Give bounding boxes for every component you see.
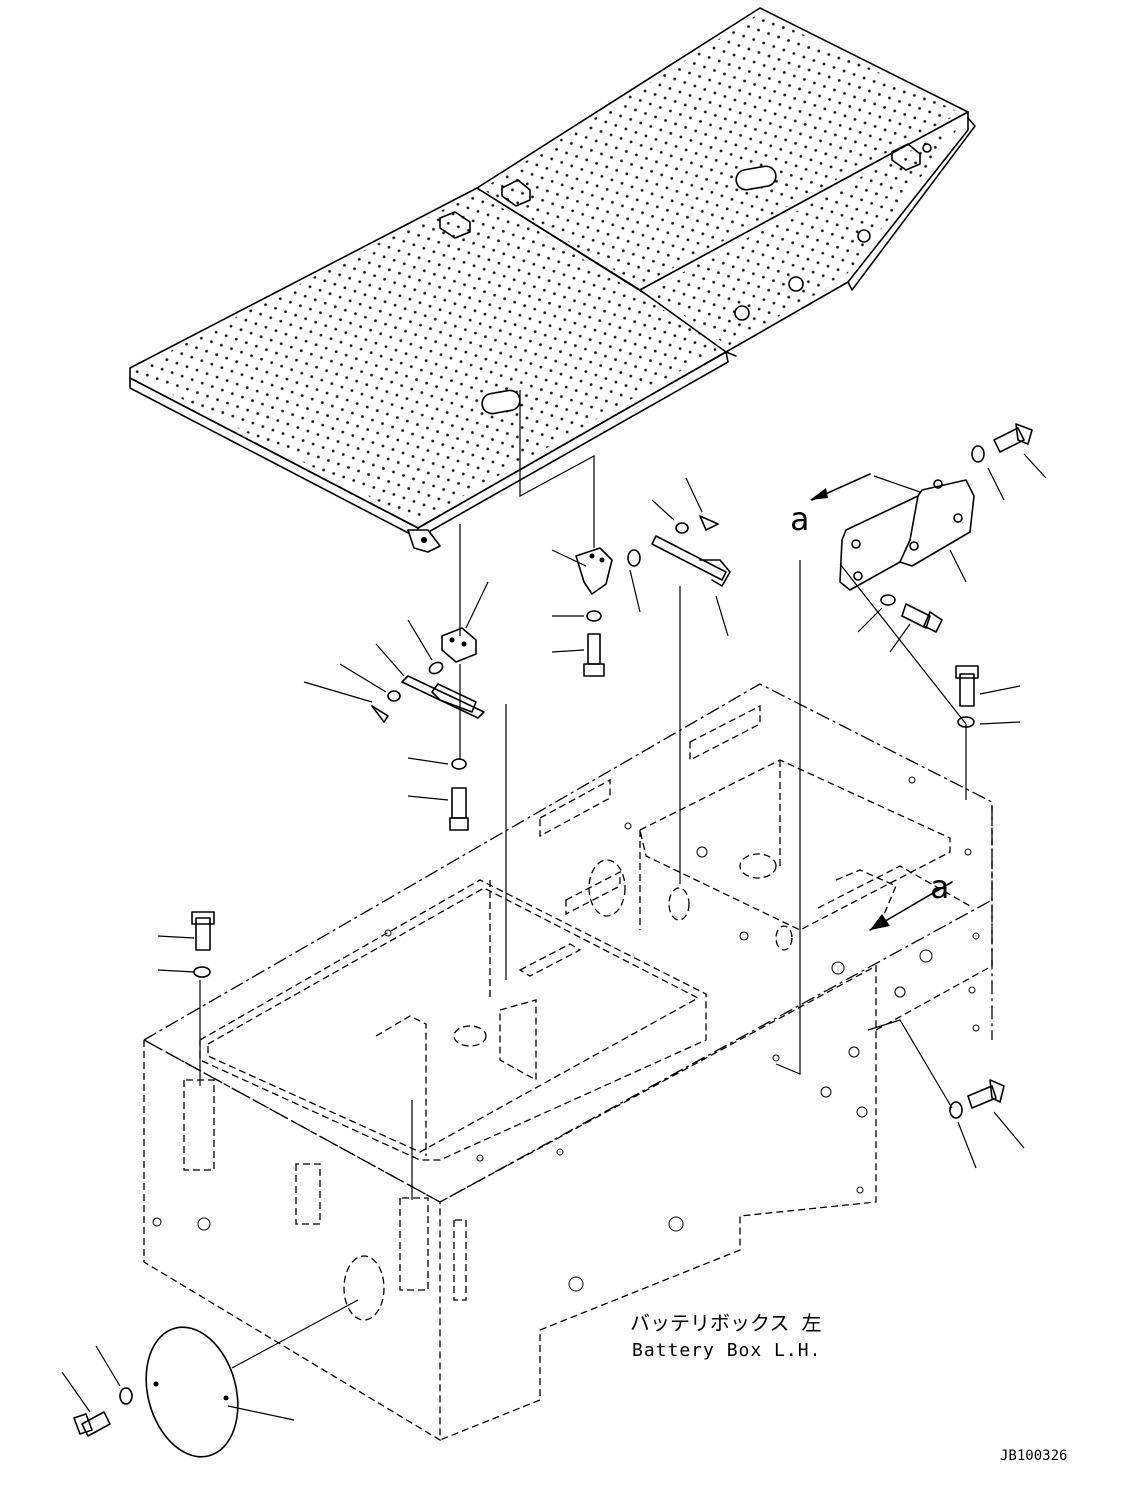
view-marker-a-box: a [930, 868, 949, 906]
latch-assembly-center [575, 515, 731, 677]
caption-english: Battery Box L.H. [632, 1340, 821, 1361]
round-cover-plate [73, 1326, 239, 1458]
side-bolt-left [191, 911, 215, 978]
view-marker-a-top: a [790, 500, 809, 538]
perforated-cover [129, 7, 976, 553]
latch-assembly-left [371, 627, 485, 831]
bracket-a: a [790, 423, 1033, 633]
drawing-number: JB100326 [1000, 1448, 1067, 1464]
side-bolt-right-top [955, 665, 979, 728]
caption-japanese: バッテリボックス 左 [630, 1311, 821, 1335]
side-bolt-right-bottom [949, 1079, 1005, 1119]
battery-box-body [143, 683, 993, 1442]
leader-lines: a [61, 390, 1047, 1421]
